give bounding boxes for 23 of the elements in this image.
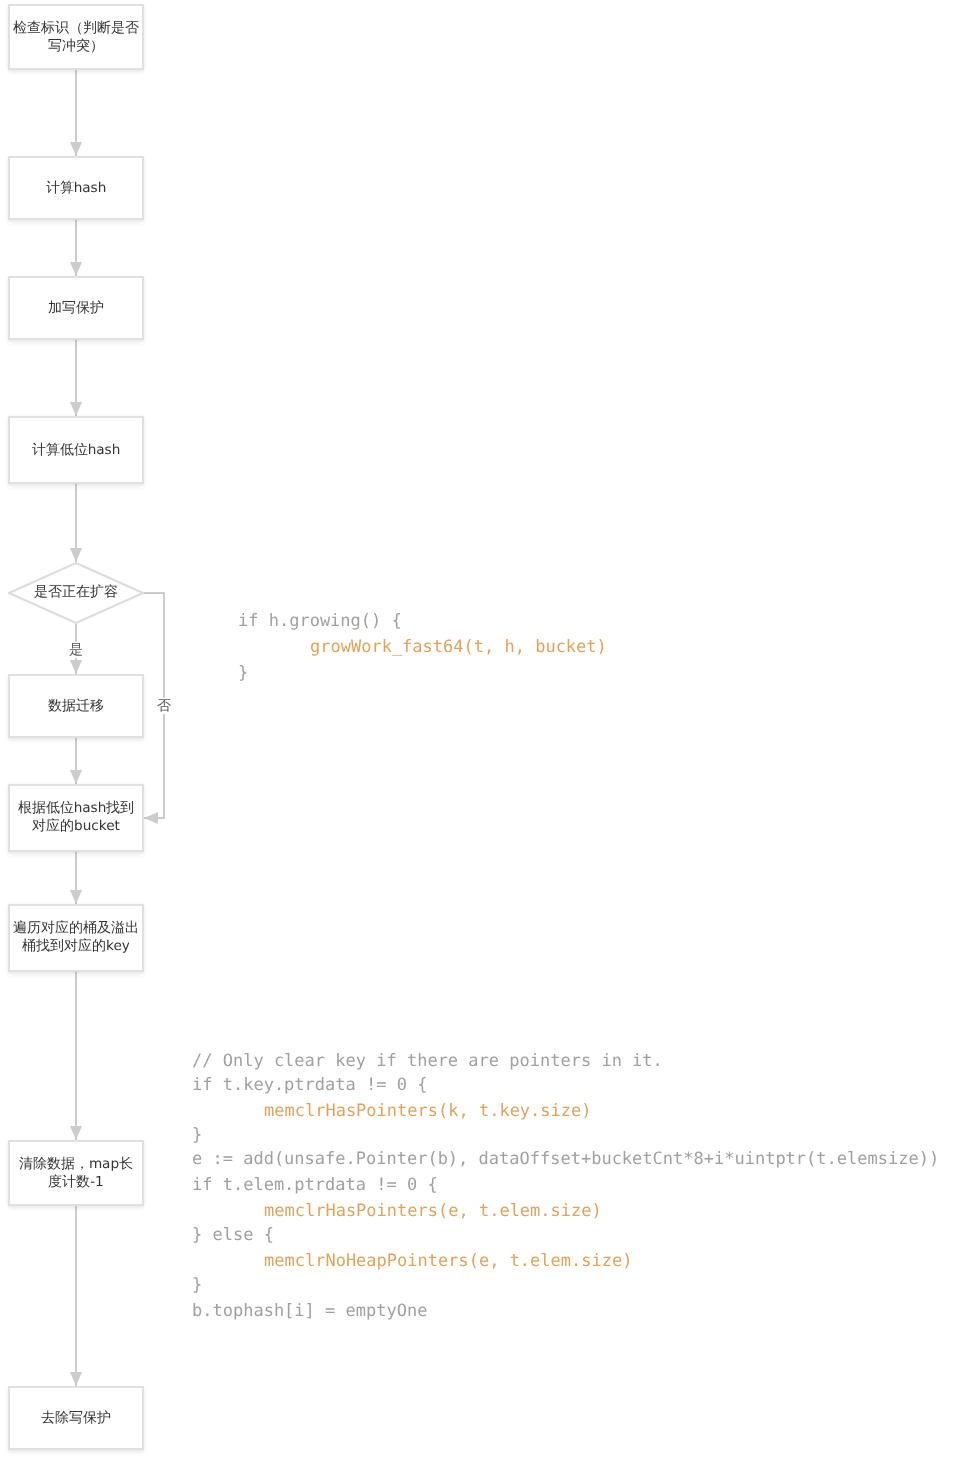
code-line: if t.key.ptrdata != 0 {: [192, 1075, 428, 1097]
code-line: } else {: [192, 1225, 274, 1247]
code-line: memclrNoHeapPointers(e, t.elem.size): [264, 1251, 633, 1273]
arrow: [70, 1205, 82, 1387]
code-line: memclrHasPointers(k, t.key.size): [264, 1101, 592, 1123]
code-line: memclrHasPointers(e, t.elem.size): [264, 1201, 602, 1223]
arrow: [70, 483, 82, 563]
arrow: [70, 851, 82, 905]
code-line: b.tophash[i] = emptyOne: [192, 1301, 428, 1323]
code-line: if h.growing() {: [238, 611, 402, 633]
arrow: [70, 339, 82, 417]
code-line: }: [238, 663, 249, 685]
arrow: [70, 219, 82, 277]
code-line: growWork_fast64(t, h, bucket): [310, 637, 607, 659]
arrow: [70, 737, 82, 785]
code-line: e := add(unsafe.Pointer(b), dataOffset+bucketCnt*8+i*uintptr(t.elemsize)): [192, 1149, 940, 1171]
code-line: if t.elem.ptrdata != 0 {: [192, 1175, 438, 1197]
code-line: }: [192, 1275, 203, 1297]
code-line: }: [192, 1125, 203, 1147]
arrow: [143, 592, 165, 824]
arrow: [70, 971, 82, 1141]
arrow: [70, 69, 82, 157]
code-line: // Only clear key if there are pointers in it.: [192, 1051, 663, 1073]
